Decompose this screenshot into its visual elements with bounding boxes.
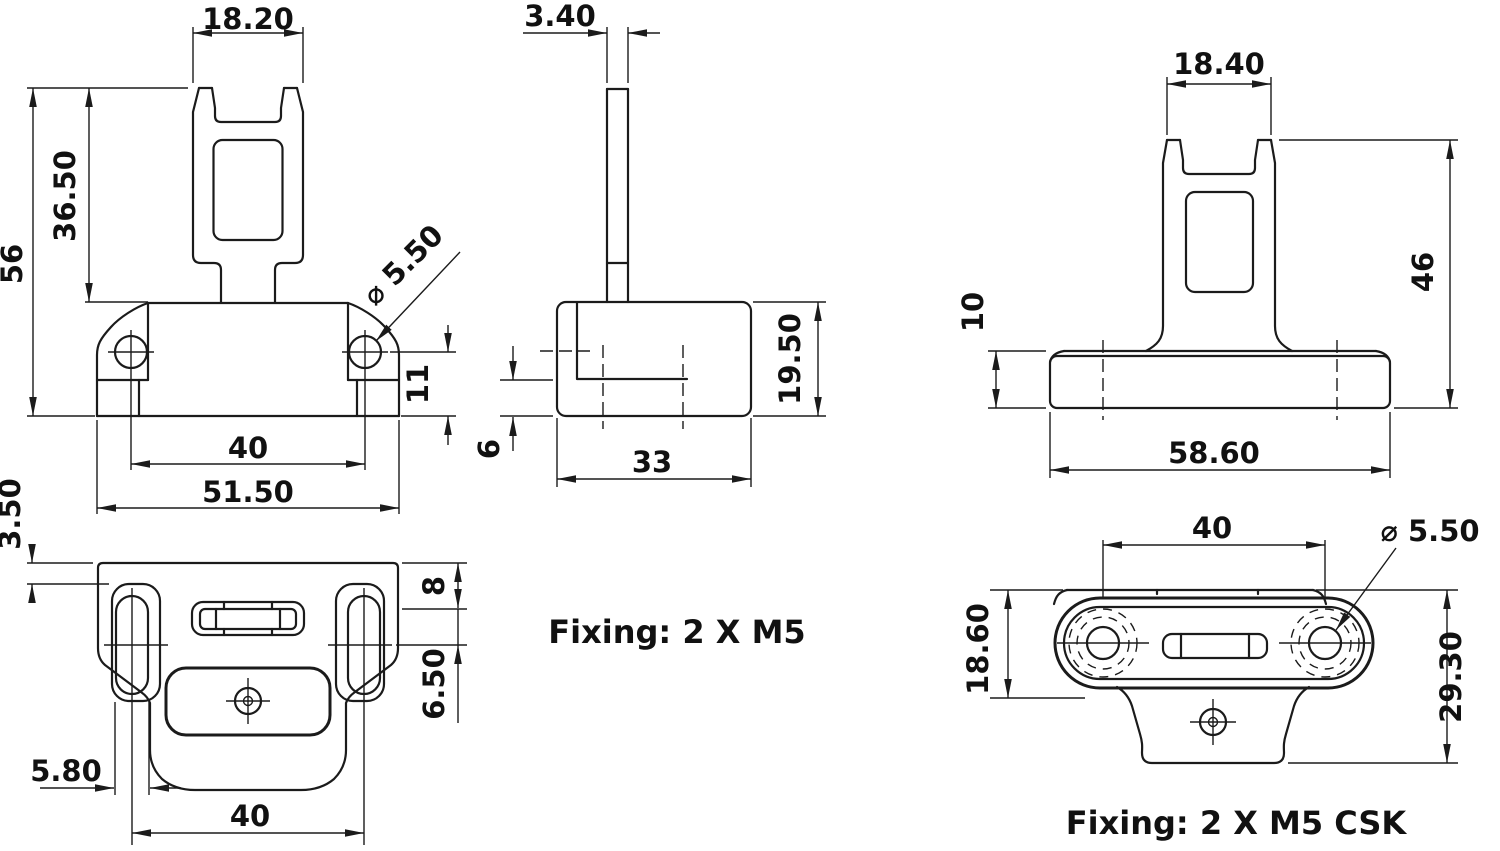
base-wide-outline <box>1048 354 1392 410</box>
view-bottom-right: 40 ⌀ 5.50 18.60 29.30 <box>961 511 1480 765</box>
dim-hole-spacing: 40 <box>228 431 268 465</box>
csk-diameter-leader <box>1335 547 1397 631</box>
base-side-outline <box>555 300 753 418</box>
part-actuator-front <box>95 86 401 418</box>
csk-hole-right <box>1279 608 1371 678</box>
dim-fork-width-right: 18.40 <box>1173 47 1265 81</box>
view-front-right: 18.40 46 10 58.60 <box>956 47 1458 478</box>
dim-slot-width: 5.80 <box>30 754 102 788</box>
dim-overall-height-right: 46 <box>1406 252 1440 292</box>
dim-overall-height-bottom: 29.30 <box>1434 631 1468 723</box>
slot-boss-left <box>110 582 162 703</box>
view-front-left: 18.20 36.50 56 ⌀ 5.50 11 40 51.50 <box>0 2 461 514</box>
dim-base-width: 51.50 <box>202 475 294 509</box>
dimensions-top-left: 3.50 8 6.50 5.80 40 <box>0 478 467 845</box>
csk-hole-left <box>1057 608 1149 678</box>
boss-stadium-outer <box>1053 596 1375 690</box>
dim-boss-height: 18.60 <box>961 603 995 695</box>
dim-blade-thickness: 3.40 <box>524 0 596 33</box>
dim-hole-diameter: ⌀ 5.50 <box>356 218 450 312</box>
centre-slot-bottom <box>1161 632 1269 660</box>
part-actuator-side <box>540 87 753 429</box>
part-top-view <box>96 561 400 792</box>
dimensions-front-right: 18.40 46 10 58.60 <box>956 47 1458 478</box>
dim-hole-spacing-bottom: 40 <box>1192 511 1232 545</box>
dim-base-width-right: 58.60 <box>1168 436 1260 470</box>
slot-boss-right <box>334 582 386 703</box>
centre-slot <box>190 600 306 637</box>
view-side: 3.40 19.50 6 33 <box>472 0 826 487</box>
dimensions-bottom-right: 40 ⌀ 5.50 18.60 29.30 <box>961 511 1480 764</box>
dim-hole-to-base: 11 <box>401 364 435 404</box>
dim-base-height-side: 19.50 <box>773 313 807 405</box>
dim-slot-spacing: 40 <box>230 799 270 833</box>
dim-fork-height: 36.50 <box>48 150 82 242</box>
dim-fork-width: 18.20 <box>202 2 294 36</box>
dim-csk-diameter: ⌀ 5.50 <box>1380 514 1479 548</box>
target-symbol-bottom <box>1190 699 1236 745</box>
fork-aperture-right <box>1184 190 1255 294</box>
dim-base-height-right: 10 <box>956 292 990 332</box>
part-bottom-view <box>1052 588 1375 765</box>
dim-slot-center: 6.50 <box>417 648 451 720</box>
dimensions-side: 3.40 19.50 6 33 <box>472 0 826 487</box>
view-top-left: 3.50 8 6.50 5.80 40 <box>0 478 467 845</box>
dimensions-front-left: 18.20 36.50 56 ⌀ 5.50 11 40 51.50 <box>0 2 461 514</box>
fork-aperture <box>212 138 284 242</box>
hole-diameter-leader <box>375 251 461 342</box>
boss-stadium-inner <box>1062 605 1366 681</box>
dim-base-depth: 33 <box>632 445 672 479</box>
part-actuator-front-wide <box>1048 138 1392 420</box>
dim-top-to-slot: 8 <box>417 576 451 596</box>
magnet-pad <box>164 666 332 737</box>
caption-fixing-m5-csk: Fixing: 2 X M5 CSK <box>1066 804 1408 842</box>
dim-overall-height: 56 <box>0 244 29 284</box>
caption-fixing-m5: Fixing: 2 X M5 <box>548 613 805 651</box>
dim-step-height: 6 <box>472 439 506 459</box>
dim-edge-to-slot: 3.50 <box>0 478 27 550</box>
target-symbol <box>226 678 270 724</box>
